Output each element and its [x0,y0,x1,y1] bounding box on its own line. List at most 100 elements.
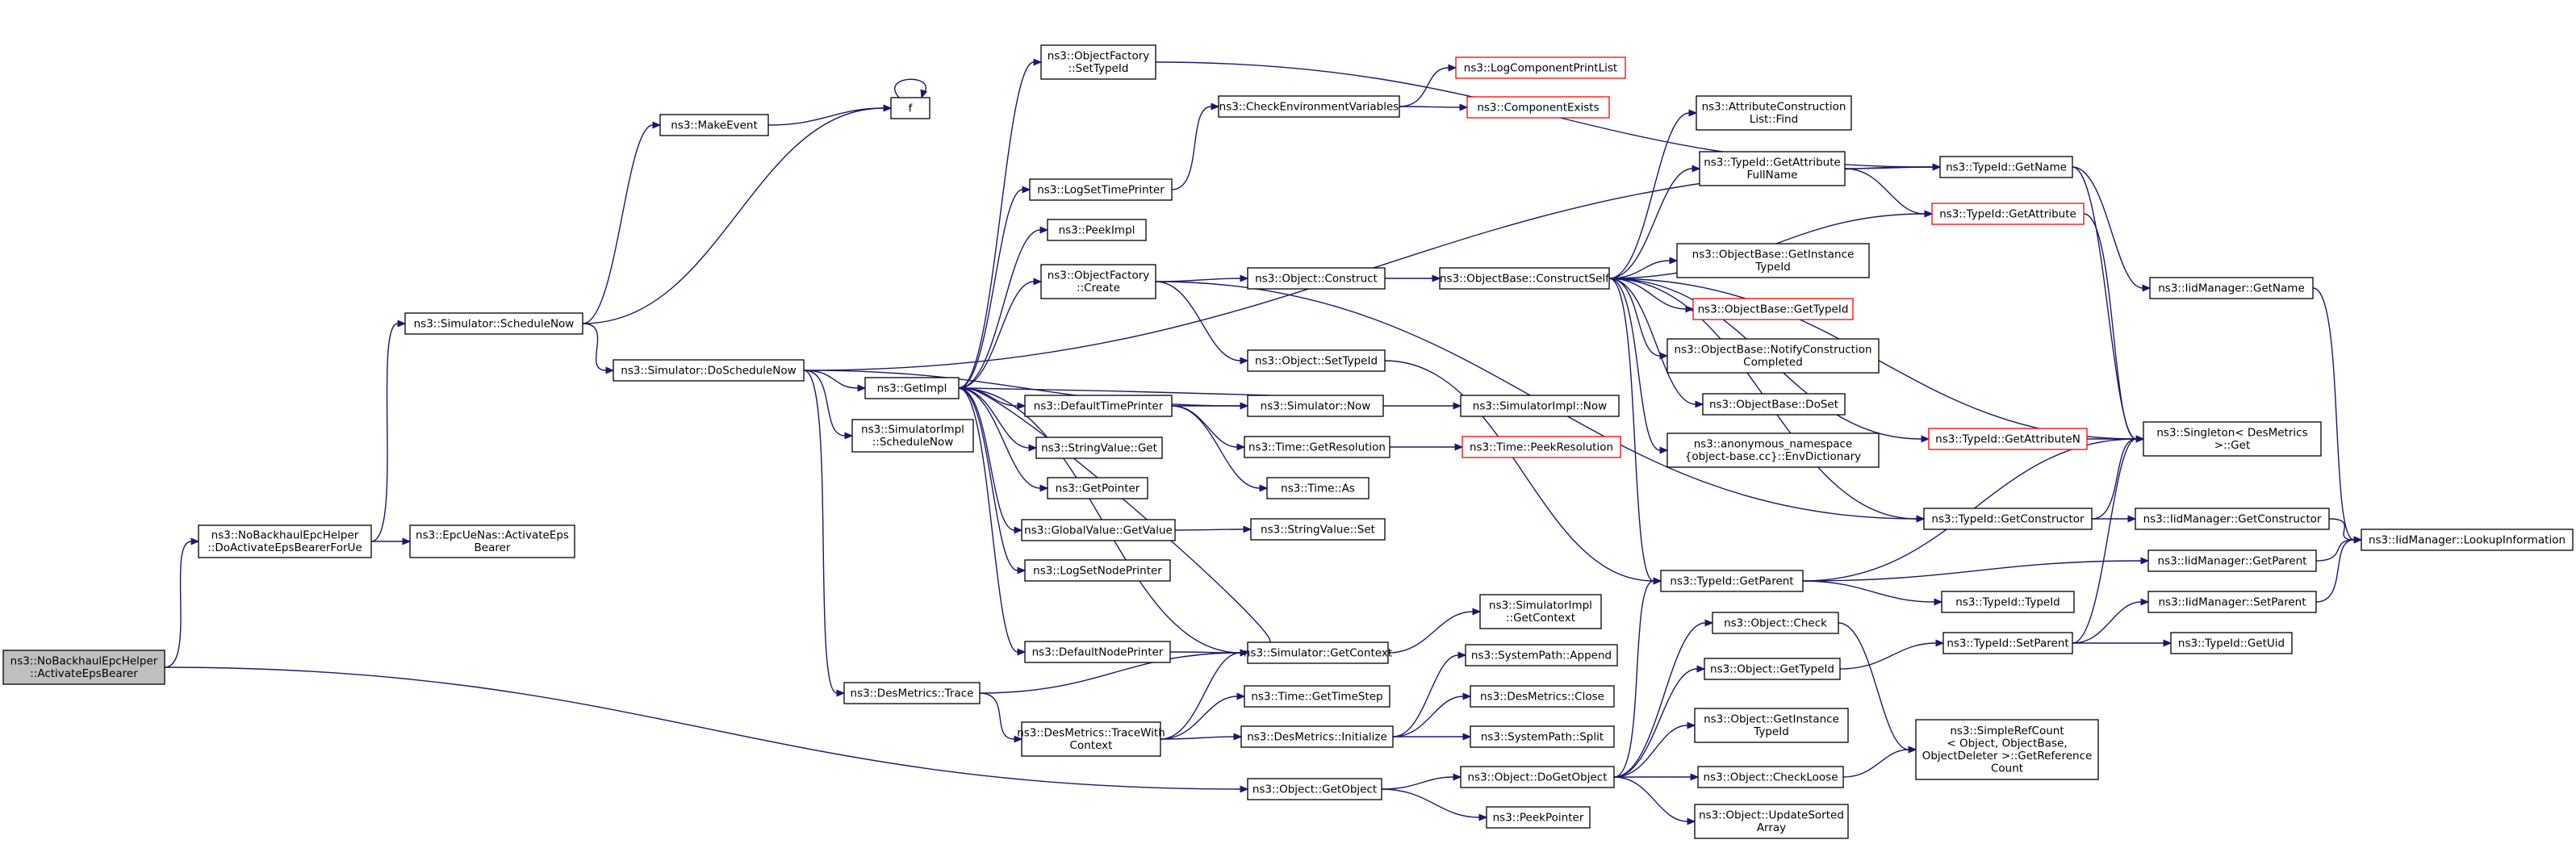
node-box [1699,151,1846,186]
function-node-ofcreate[interactable]: ns3::ObjectFactory::Create [1040,264,1156,299]
node-label: ::SetTypeId [1068,62,1129,75]
node-label: Bearer [475,541,511,554]
function-node-dogetobj[interactable]: ns3::Object::DoGetObject [1460,766,1615,788]
function-node-iidlookup[interactable]: ns3::IidManager::LookupInformation [2361,529,2574,551]
function-node-dmclose[interactable]: ns3::DesMetrics::Close [1470,685,1615,708]
function-node-objbasedoset[interactable]: ns3::ObjectBase::DoSet [1702,393,1846,416]
function-node-root[interactable]: ns3::NoBackhaulEpcHelper::ActivateEpsBea… [2,650,165,685]
function-node-tidgetattr[interactable]: ns3::TypeId::GetAttribute [1931,203,2085,225]
function-node-timegetstep[interactable]: ns3::Time::GetTimeStep [1244,685,1390,708]
function-node-getptr[interactable]: ns3::GetPointer [1047,477,1148,499]
function-node-syssplit[interactable]: ns3::SystemPath::Split [1470,725,1615,748]
function-node-iidgetparent[interactable]: ns3::IidManager::GetParent [2147,549,2317,572]
function-node-iidgetconstr[interactable]: ns3::IidManager::GetConstructor [2135,508,2330,530]
function-node-envdict[interactable]: ns3::anonymous_namespace{object-base.cc}… [1666,432,1880,468]
function-node-doact[interactable]: ns3::NoBackhaulEpcHelper::DoActivateEpsB… [198,524,372,558]
node-box [1460,766,1615,788]
function-node-tidgetattrn[interactable]: ns3::TypeId::GetAttributeN [1928,428,2088,450]
function-node-timepeekres[interactable]: ns3::Time::PeekResolution [1462,436,1621,458]
node-box [2,650,165,685]
function-node-logcomplist[interactable]: ns3::LogComponentPrintList [1455,56,1626,79]
node-label: ns3::TypeId::GetUid [2178,637,2285,650]
function-node-compexists[interactable]: ns3::ComponentExists [1466,96,1610,119]
function-node-objgetobj[interactable]: ns3::Object::GetObject [1247,778,1382,800]
function-node-timeas[interactable]: ns3::Time::As [1266,477,1370,499]
function-node-objconstruct[interactable]: ns3::Object::Construct [1247,267,1386,290]
node-box [2170,632,2293,654]
function-node-tidgetuid[interactable]: ns3::TypeId::GetUid [2170,632,2293,654]
arrow-head [1935,639,1945,647]
function-node-tidgetconstr[interactable]: ns3::TypeId::GetConstructor [1923,508,2093,530]
function-node-sysappend[interactable]: ns3::SystemPath::Append [1465,644,1618,666]
function-node-simimplnow[interactable]: ns3::SimulatorImpl::Now [1460,395,1620,417]
function-node-peekimpl[interactable]: ns3::PeekImpl [1047,219,1147,241]
node-label: ns3::Object::UpdateSorted [1699,809,1844,822]
function-node-ofsettypeid[interactable]: ns3::ObjectFactory::SetTypeId [1040,44,1156,80]
function-node-logsettime[interactable]: ns3::LogSetTimePrinter [1029,178,1173,201]
function-node-singletonget[interactable]: ns3::Singleton< DesMetrics >::Get [2143,421,2322,457]
edge-line [1844,168,1926,215]
edge-objbaseconstruct-to-objbasegetinst [1608,257,1679,279]
function-node-getimpl[interactable]: ns3::GetImpl [864,377,960,399]
call-edges [164,58,2363,825]
function-node-iidgetname[interactable]: ns3::IidManager::GetName [2149,277,2314,299]
function-node-tidgetparent[interactable]: ns3::TypeId::GetParent [1660,570,1804,592]
function-node-iidsetparent[interactable]: ns3::IidManager::SetParent [2147,591,2317,613]
function-node-objcheck[interactable]: ns3::Object::Check [1712,612,1839,634]
edge-dminit-to-sysappend [1392,651,1467,737]
node-box [2147,549,2317,572]
function-node-schednow[interactable]: ns3::Simulator::ScheduleNow [404,312,583,335]
function-node-tidtypeid[interactable]: ns3::TypeId::TypeId [1941,591,2075,613]
edge-line [1608,112,1690,279]
function-node-tidsetparent[interactable]: ns3::TypeId::SetParent [1942,632,2073,654]
node-label: ns3::DesMetrics::Close [1480,690,1604,703]
function-node-simgetctx[interactable]: ns3::Simulator::GetContext [1244,641,1392,664]
node-box [1676,243,1870,278]
function-node-strget[interactable]: ns3::StringValue::Get [1035,437,1163,459]
function-node-f[interactable]: f [890,97,930,119]
function-node-objbasenotify[interactable]: ns3::ObjectBase::NotifyConstructionCompl… [1666,338,1880,374]
function-node-logsetnode[interactable]: ns3::LogSetNodePrinter [1024,559,1171,582]
edge-tidgetparent-to-iidgetparent [1802,557,2150,582]
arrow-head [1692,165,1701,173]
node-box [1218,95,1400,118]
function-node-epcue[interactable]: ns3::EpcUeNas::ActivateEpsBearer [409,524,575,558]
function-node-tidgetname[interactable]: ns3::TypeId::GetName [1939,156,2073,178]
function-node-makeevent[interactable]: ns3::MakeEvent [659,114,769,136]
function-node-simplerefcount[interactable]: ns3::SimpleRefCount< Object, ObjectBase,… [1915,719,2099,780]
node-label: ns3::CheckEnvironmentVariables [1219,100,1399,113]
function-node-objsettypeid[interactable]: ns3::Object::SetTypeId [1247,349,1386,372]
function-node-simimplsched[interactable]: ns3::SimulatorImpl::ScheduleNow [851,419,974,453]
edge-getimpl-to-gvgetval [958,387,1023,534]
function-node-peekptr[interactable]: ns3::PeekPointer [1486,806,1591,829]
function-node-deftime[interactable]: ns3::DefaultTimePrinter [1024,395,1173,417]
edge-objcheck-to-simplerefcount [1838,622,1917,754]
node-box [1694,804,1849,839]
function-node-simimplgetctx[interactable]: ns3::SimulatorImpl::GetContext [1479,594,1602,629]
function-node-simnow[interactable]: ns3::Simulator::Now [1247,395,1384,417]
function-node-objcheckloose[interactable]: ns3::Object::CheckLoose [1697,766,1844,788]
function-node-doschednow[interactable]: ns3::Simulator::DoScheduleNow [613,359,805,382]
node-box [1247,778,1382,800]
node-label: ns3::SimulatorImpl::Now [1473,399,1607,412]
function-node-gvgetval[interactable]: ns3::GlobalValue::GetValue [1021,519,1176,541]
function-node-defnode[interactable]: ns3::DefaultNodePrinter [1024,641,1171,663]
function-node-dminit[interactable]: ns3::DesMetrics::Initialize [1240,725,1394,748]
node-label: ns3::ObjectBase::ConstructSelf [1440,272,1610,285]
function-node-objbaseconstruct[interactable]: ns3::ObjectBase::ConstructSelf [1439,267,1610,290]
function-node-timegetres[interactable]: ns3::Time::GetResolution [1244,436,1390,458]
function-node-checkenv[interactable]: ns3::CheckEnvironmentVariables [1218,95,1400,118]
edge-line [1608,260,1671,279]
function-node-objbasegettid[interactable]: ns3::ObjectBase::GetTypeId [1692,298,1854,320]
function-node-dmtrace[interactable]: ns3::DesMetrics::Trace [843,682,981,704]
function-node-objgettypeid[interactable]: ns3::Object::GetTypeId [1704,658,1841,680]
node-box [409,524,575,558]
node-label: ::ActivateEpsBearer [30,667,138,680]
function-node-strset[interactable]: ns3::StringValue::Set [1250,518,1386,541]
